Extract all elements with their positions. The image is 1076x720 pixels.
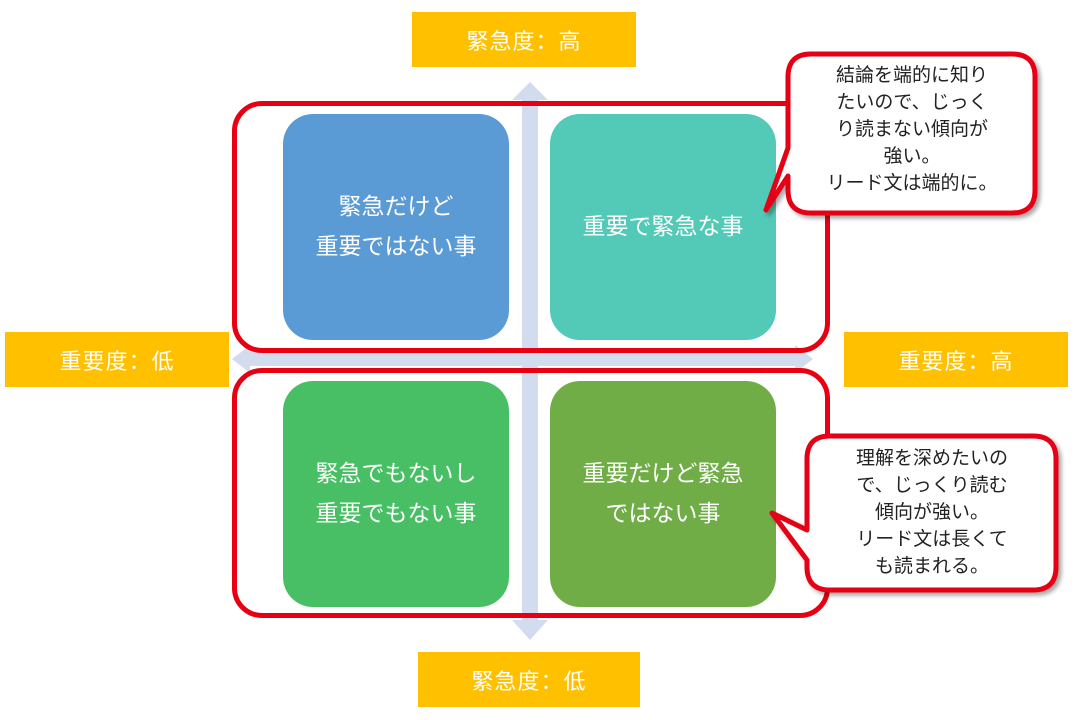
urgent-group-frame <box>232 101 830 353</box>
quadrant-label: 重要で緊急な事 <box>582 214 744 240</box>
quadrant-label: 緊急だけど 重要ではない事 <box>315 194 477 260</box>
arrow-left-icon <box>232 345 250 373</box>
quadrant-label: 重要だけど緊急 ではない事 <box>582 461 744 527</box>
horizontal-axis <box>250 352 795 366</box>
urgency-high-label: 緊急度：高 <box>412 12 636 67</box>
callout-bottom-text: 理解を深めたいの で、じっくり読む 傾向が強い。 リード文は長くて も読まれる。 <box>855 447 1008 577</box>
arrow-up-icon <box>512 82 548 100</box>
quadrant-urgent-not-important: 緊急だけど 重要ではない事 <box>283 114 509 340</box>
quadrant-not-urgent-not-important: 緊急でもないし 重要でもない事 <box>283 381 509 607</box>
importance-high-label: 重要度：高 <box>844 332 1068 387</box>
quadrant-label: 緊急でもないし 重要でもない事 <box>315 461 477 527</box>
callout-top-text: 結論を端的に知り たいので、じっく り読まない傾向が 強い。 リード文は端的に。 <box>826 64 998 194</box>
urgency-low-label: 緊急度：低 <box>418 652 640 707</box>
arrow-down-icon <box>512 620 548 640</box>
quadrant-important-urgent: 重要で緊急な事 <box>550 114 776 340</box>
callout-top-shape <box>763 51 1038 216</box>
callout-bottom-shape <box>769 433 1059 593</box>
importance-low-label: 重要度：低 <box>5 332 229 387</box>
quadrant-important-not-urgent: 重要だけど緊急 ではない事 <box>550 381 776 607</box>
